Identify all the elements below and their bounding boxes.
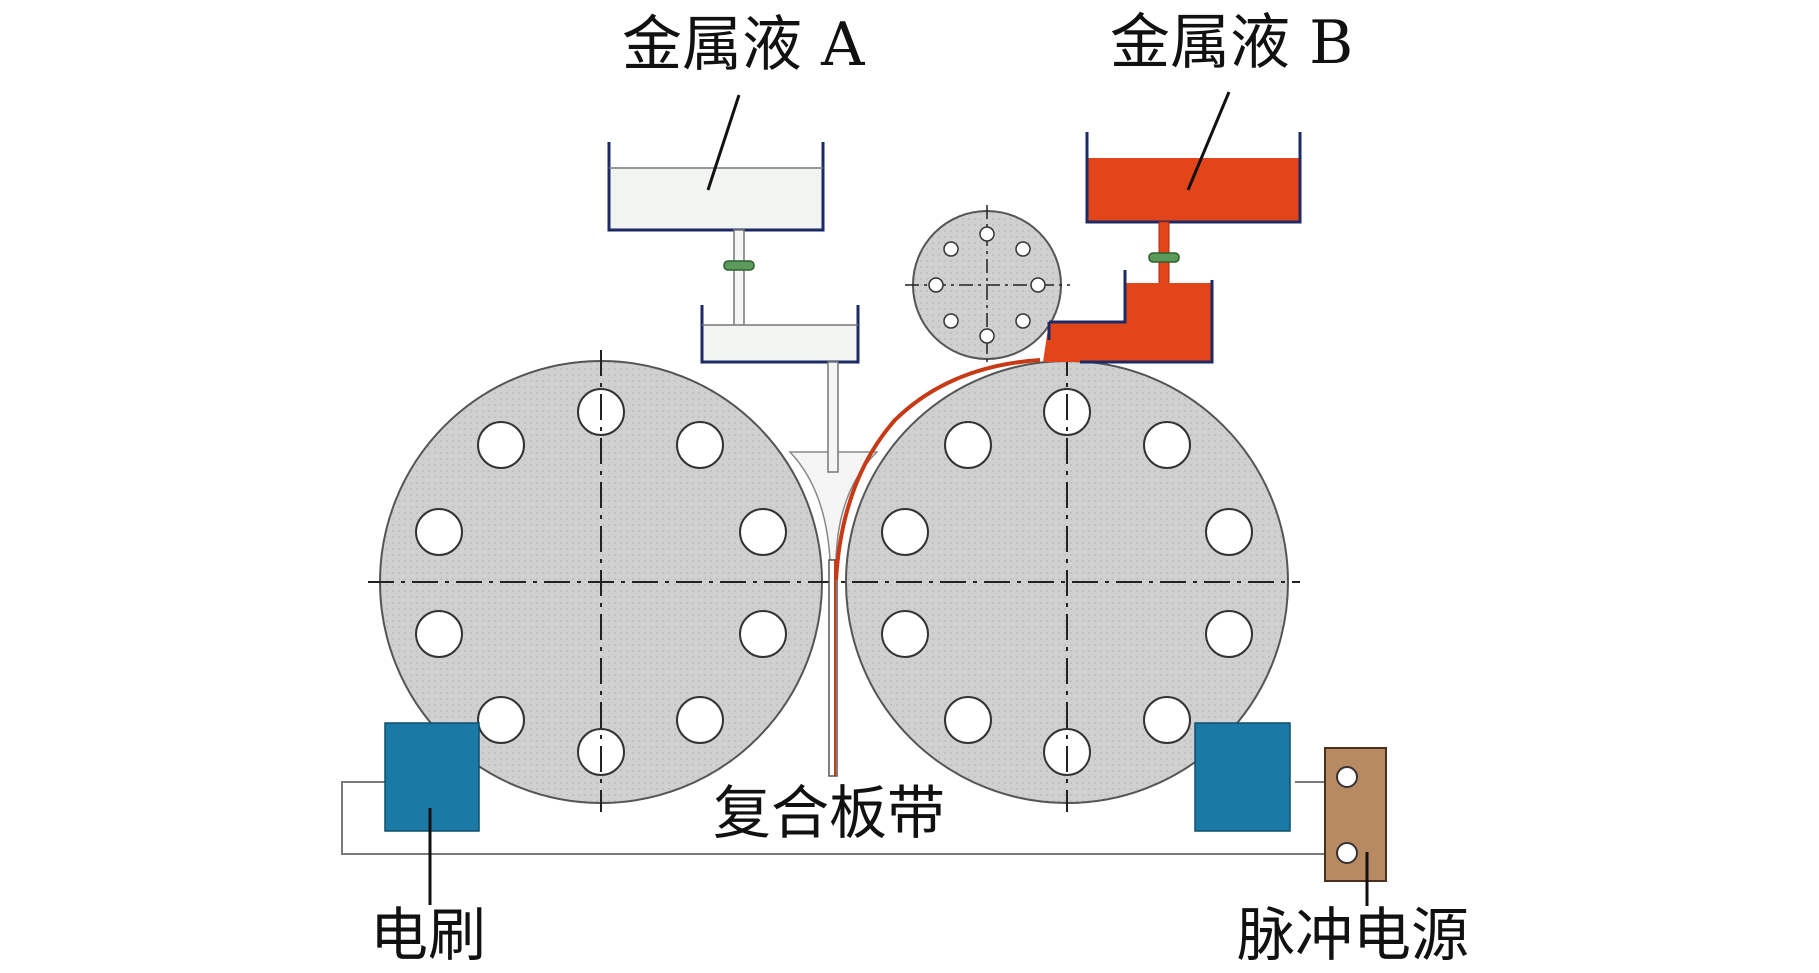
- valve-a-icon: [723, 260, 755, 271]
- small-roll-holes: [928, 226, 1046, 344]
- pulse-power-supply: [1324, 747, 1387, 882]
- label-pulse-power: 脉冲电源: [1237, 901, 1470, 969]
- feed-pipe-a: [723, 229, 755, 339]
- tundish-b: [1085, 132, 1302, 224]
- terminal-icon: [1336, 766, 1358, 788]
- tundish-a: [607, 142, 825, 232]
- label-metal-b: 金属液 B: [1110, 8, 1354, 78]
- feed-pipe-b: [1148, 221, 1180, 323]
- lower-tundish-a: [700, 305, 860, 473]
- metal-b-layer: [834, 358, 1041, 581]
- brush-left: [384, 722, 480, 832]
- small-roll: [905, 205, 1070, 365]
- leader-lines: [428, 91, 1369, 906]
- label-brush: 电刷: [370, 901, 487, 969]
- valve-b-icon: [1148, 252, 1180, 263]
- label-composite-strip: 复合板带: [713, 779, 946, 847]
- brush-right: [1194, 722, 1291, 832]
- terminal-icon: [1336, 842, 1358, 864]
- right-roll-holes: [881, 388, 1253, 776]
- label-metal-a: 金属液 A: [622, 10, 865, 80]
- nozzle-a: [827, 361, 839, 473]
- lower-tundish-b: [1043, 270, 1214, 364]
- composite-strip: [828, 559, 838, 777]
